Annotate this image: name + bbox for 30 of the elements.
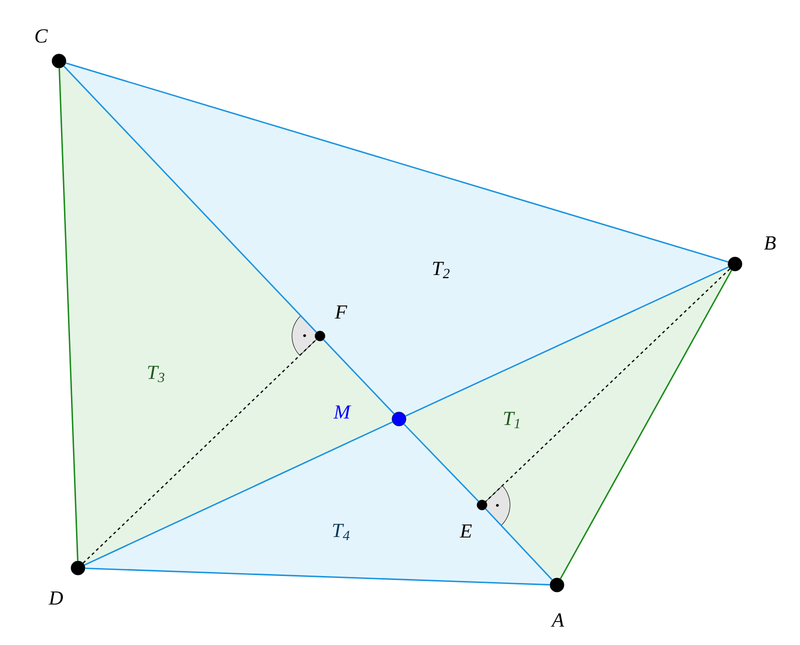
point: [550, 578, 564, 592]
line-segment: [323, 339, 395, 414]
point: [728, 256, 742, 272]
line-segment: [485, 268, 730, 502]
point: [52, 54, 66, 68]
line-segment: [58, 68, 78, 561]
line-segment: [485, 508, 553, 580]
point-label: D: [48, 591, 63, 605]
point: [476, 500, 488, 510]
point-label: B: [764, 236, 776, 250]
line-segment: [404, 424, 479, 502]
point-label: C: [35, 29, 48, 43]
point: [314, 330, 326, 342]
point: [392, 412, 406, 426]
point-label: F: [334, 305, 348, 319]
line-segment: [66, 62, 728, 263]
line-segment: [85, 568, 550, 586]
area-label: T$_{1}$: [504, 412, 520, 428]
line-segment: [560, 270, 732, 580]
line-segment: [82, 339, 317, 564]
line-segment: [405, 266, 729, 417]
line-segment: [63, 66, 317, 333]
area-label: T$_{2}$: [433, 262, 450, 278]
line-segment: [84, 421, 393, 566]
area-label: T$_{4}$: [333, 524, 350, 540]
point: [70, 560, 86, 576]
point-label: E: [460, 524, 472, 538]
point-label: M: [333, 405, 352, 419]
point-label: A: [550, 613, 564, 627]
area-label: T$_{3}$: [148, 366, 164, 382]
